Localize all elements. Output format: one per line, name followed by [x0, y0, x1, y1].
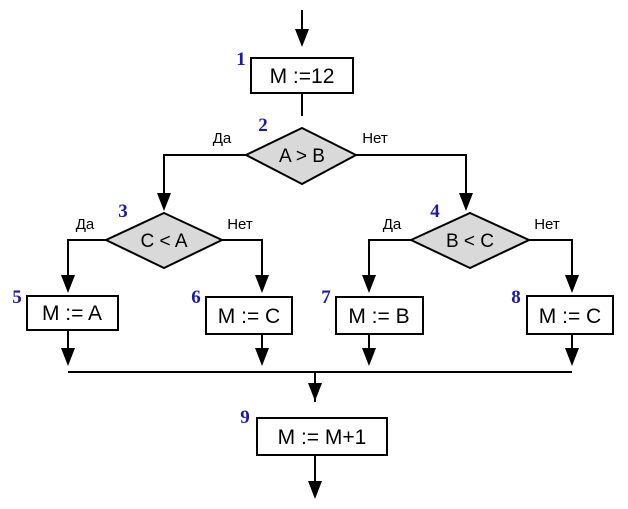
arrow-4-no [565, 275, 579, 293]
line-3-yes [67, 239, 106, 286]
block-6-text: M := C [218, 305, 280, 328]
block-5: M := A 5 [12, 287, 119, 331]
block-9-number: 9 [240, 407, 250, 428]
arrow-3-no [255, 275, 269, 293]
process-box-1 [250, 57, 354, 94]
decision-3-text: C < A [141, 231, 188, 252]
decision-3-number: 3 [118, 201, 128, 222]
decision-3-yes-label: Да [76, 216, 95, 233]
arrow-3-yes [61, 275, 75, 293]
block-5-number: 5 [12, 287, 22, 308]
decision-4-text: B < C [446, 231, 494, 252]
process-box-8 [526, 295, 614, 335]
decision-2-number: 2 [258, 115, 268, 136]
block-7-text: M := B [348, 305, 409, 328]
decision-4-yes-label: Да [383, 216, 402, 233]
block-1-text: M :=12 [270, 65, 335, 88]
line-4-yes [368, 239, 411, 286]
block-7: M := B 7 [321, 287, 424, 335]
decision-2: A > B 2 Да Нет [213, 115, 388, 186]
block-9: M := M+1 9 [240, 407, 388, 456]
arrow-exit [308, 481, 322, 499]
decision-3-no-label: Нет [227, 216, 253, 233]
block-8: M := C 8 [511, 287, 614, 335]
block-8-text: M := C [539, 305, 601, 328]
arrow-2-yes [157, 193, 171, 211]
block-7-number: 7 [321, 287, 331, 308]
block-6-number: 6 [191, 287, 201, 308]
arrow-7-down [362, 348, 376, 366]
line-4-no [529, 239, 573, 286]
decision-diamond-2 [243, 126, 359, 186]
arrow-4-yes [362, 275, 376, 293]
decision-2-no-label: Нет [362, 130, 388, 147]
arrow-5-down [61, 348, 75, 366]
decision-4: B < C 4 Да Нет [383, 201, 560, 270]
process-box-9 [256, 417, 388, 456]
decision-3: C < A 3 Да Нет [76, 201, 253, 270]
decision-diamond-4 [408, 211, 532, 270]
arrow-2-no [459, 193, 473, 211]
block-5-text: M := A [42, 302, 102, 325]
process-box-6 [205, 296, 293, 335]
block-8-number: 8 [511, 287, 521, 308]
decision-4-number: 4 [430, 201, 440, 222]
arrow-entry [295, 29, 309, 47]
line-2-no [356, 154, 467, 198]
process-box-5 [26, 295, 119, 331]
arrow-6-down [255, 348, 269, 366]
line-3-no [222, 239, 263, 286]
line-2-yes [163, 154, 246, 198]
decision-2-yes-label: Да [213, 130, 232, 147]
decision-diamond-3 [103, 211, 225, 270]
block-9-text: M := M+1 [278, 426, 367, 449]
decision-2-text: A > B [279, 146, 325, 167]
arrowheads [61, 29, 579, 499]
process-box-7 [335, 296, 424, 335]
arrow-8-down [565, 348, 579, 366]
decision-4-no-label: Нет [534, 216, 560, 233]
block-1-number: 1 [236, 49, 246, 70]
arrow-merge [308, 383, 322, 401]
block-1: M :=12 1 [236, 49, 354, 94]
block-6: M := C 6 [191, 287, 293, 335]
